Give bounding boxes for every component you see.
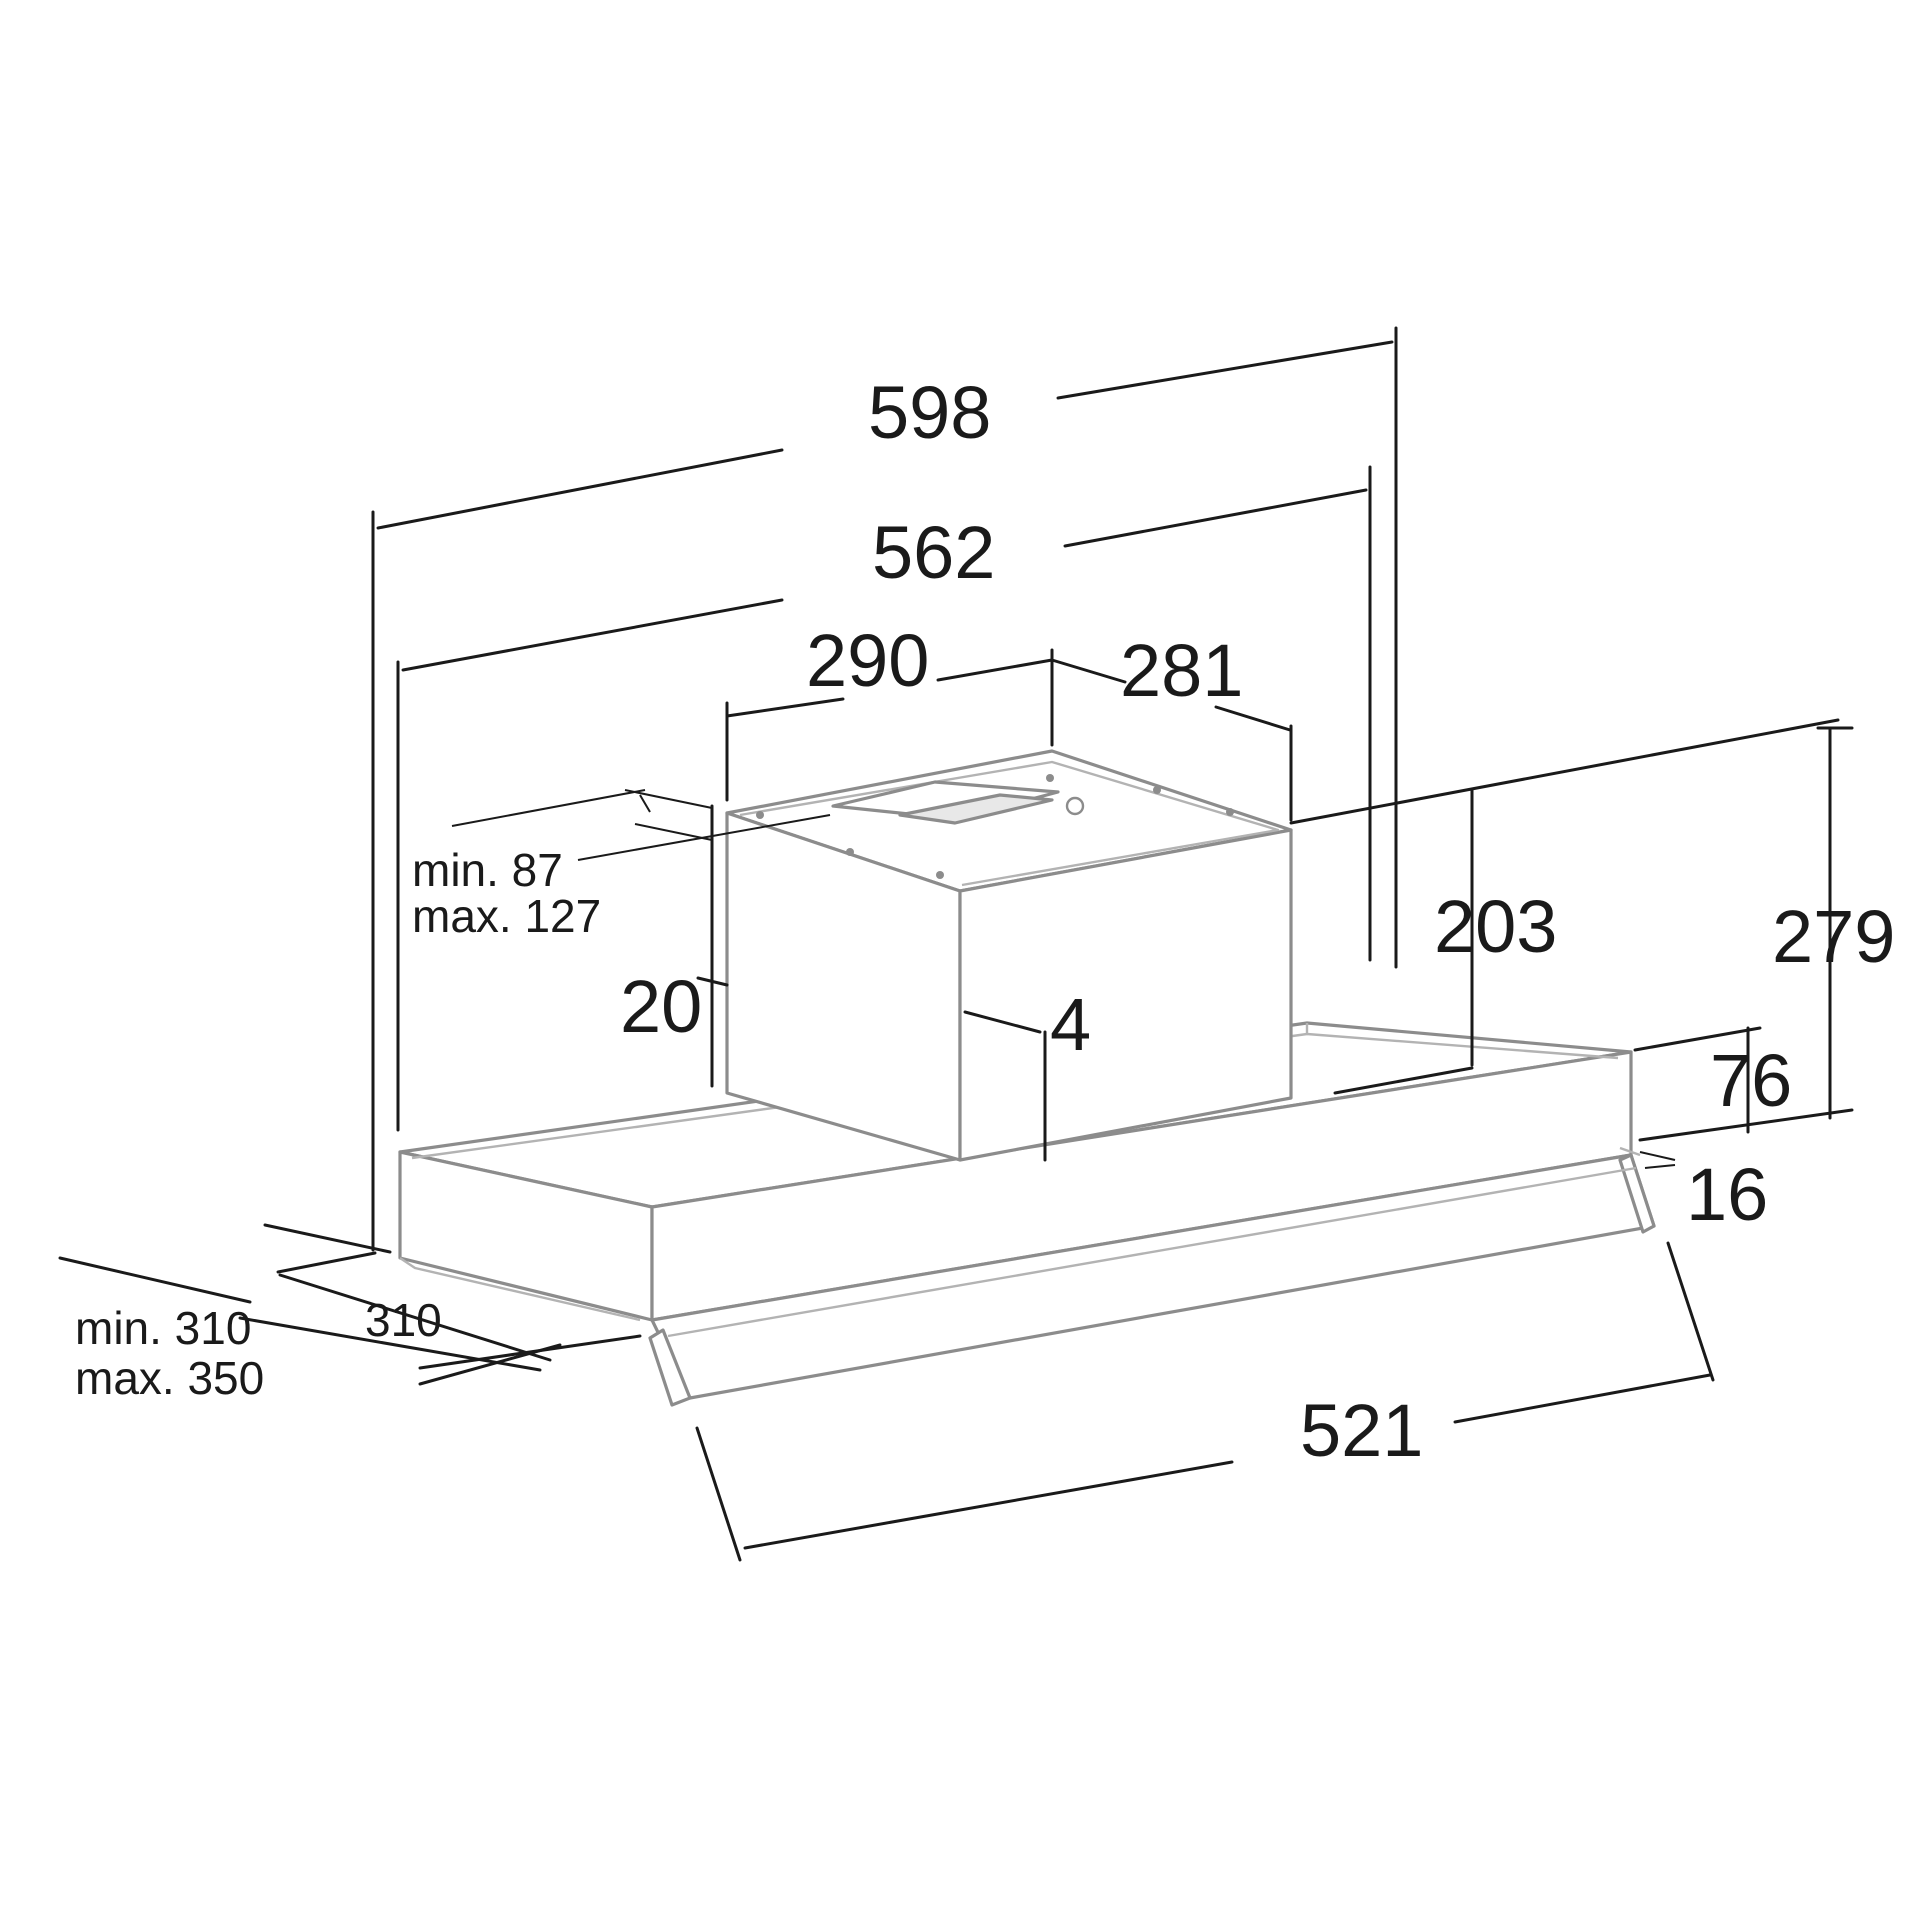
- dim-310-arrow-icon: [276, 1251, 377, 1274]
- dim-598-line-right: [1056, 340, 1394, 400]
- dim-87-tick-b: [634, 823, 713, 841]
- dim-16-leader-b: [1644, 1164, 1676, 1169]
- dimension-labels: 598 562 290 281 20 4 203 279 76 16 521 3…: [75, 371, 1895, 1472]
- dim-521-left-ext: [695, 1426, 742, 1562]
- dim-279-bottom-ext: [1638, 1108, 1854, 1142]
- dim-16-leader: [1639, 1151, 1676, 1161]
- dim-521-line-right: [1453, 1373, 1712, 1424]
- dim-350-line-top: [58, 1256, 252, 1304]
- dim-562-line-left: [401, 598, 784, 672]
- dim-350-line: [238, 1316, 542, 1372]
- label-20: 20: [620, 965, 702, 1048]
- dim-521-right-ext: [1666, 1241, 1715, 1382]
- label-203: 203: [1434, 885, 1557, 968]
- label-4: 4: [1050, 983, 1091, 1066]
- label-depth-max: max. 350: [75, 1352, 264, 1404]
- dim-562-line-right: [1063, 488, 1368, 548]
- outlet-flap: [898, 793, 1054, 825]
- label-outlet-min: min. 87: [412, 844, 563, 896]
- dim-4-leader: [963, 1010, 1042, 1034]
- motor-top-rim: [739, 760, 1280, 887]
- label-281: 281: [1120, 629, 1243, 712]
- dim-203-bottom-ext: [1333, 1066, 1474, 1095]
- dim-350-leader: [418, 1343, 562, 1386]
- dim-281-line-right: [1214, 705, 1292, 732]
- dim-281-line-left: [1050, 658, 1127, 684]
- label-16: 16: [1686, 1153, 1768, 1236]
- label-depth-min: min. 310: [75, 1302, 251, 1354]
- visor-inner-line: [667, 1166, 1637, 1338]
- label-76: 76: [1710, 1039, 1792, 1122]
- dim-87-tick-a: [624, 789, 713, 809]
- motor-front-face: [958, 828, 1293, 1162]
- outlet-screw-icon: [1065, 796, 1085, 816]
- dim-290-line-left: [725, 697, 845, 718]
- dim-203-top-ext: [1289, 718, 1840, 825]
- label-outlet-max: max. 127: [412, 890, 601, 942]
- label-310: 310: [365, 1294, 442, 1346]
- visor-left-rail: [399, 1257, 641, 1322]
- dim-521-line-left: [743, 1460, 1234, 1550]
- visor-left-bracket: [648, 1328, 692, 1407]
- label-279: 279: [1772, 895, 1895, 978]
- label-290: 290: [806, 619, 929, 702]
- dim-87-arrow: [639, 794, 651, 813]
- dim-76-top-ext: [1633, 1026, 1762, 1052]
- dim-310-ext: [263, 1223, 392, 1254]
- visor-right-bracket: [1618, 1153, 1656, 1234]
- visor-right-rail: [1619, 1146, 1641, 1157]
- hood-visor: [399, 1146, 1656, 1407]
- label-598: 598: [868, 371, 991, 454]
- dim-87-leader-top: [451, 789, 646, 827]
- dim-310-line: [278, 1273, 552, 1362]
- dimension-lines: [58, 326, 1854, 1562]
- label-562: 562: [872, 511, 995, 594]
- dim-20-tick: [696, 976, 729, 987]
- label-521: 521: [1300, 1389, 1423, 1472]
- motor-screws: [756, 774, 1234, 879]
- motor-box: [725, 749, 1293, 1162]
- dim-290-line-right: [936, 658, 1054, 682]
- dim-598-line-left: [376, 448, 784, 530]
